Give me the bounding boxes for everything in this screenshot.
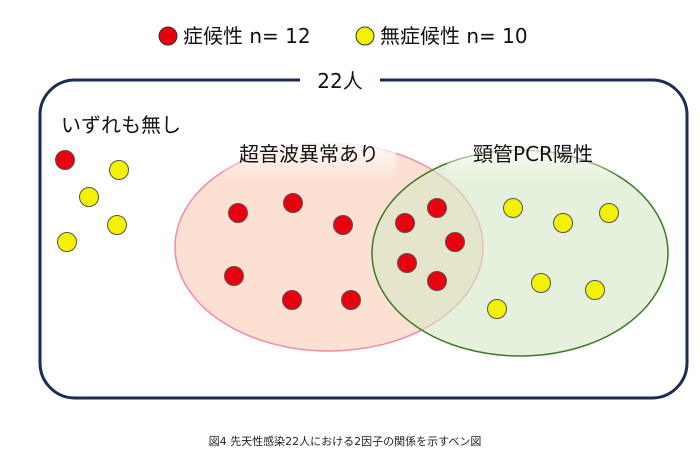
figure-caption: 図4 先天性感染22人における2因子の関係を示すベン図 <box>209 434 482 448</box>
legend-label-asymptomatic: 無症候性 n= 10 <box>380 24 528 48</box>
case-dot-asymptomatic <box>57 232 77 252</box>
cervical-pcr-positive-label: 頸管PCR陽性 <box>473 142 593 166</box>
outer-frame-label-backdrop <box>300 68 380 94</box>
case-dot-asymptomatic <box>487 299 507 319</box>
case-dot-asymptomatic <box>585 280 605 300</box>
case-dot-symptomatic <box>427 198 447 218</box>
case-dot-asymptomatic <box>107 215 127 235</box>
case-dot-symptomatic <box>341 290 361 310</box>
case-dot-asymptomatic <box>109 160 129 180</box>
legend-marker-asymptomatic <box>355 26 375 46</box>
case-dot-symptomatic <box>228 203 248 223</box>
case-dot-symptomatic <box>55 150 75 170</box>
case-dot-symptomatic <box>283 193 303 213</box>
outer-frame-label: 22人 <box>317 69 362 93</box>
legend: 症候性 n= 12 無症候性 n= 10 <box>158 24 528 48</box>
case-dot-symptomatic <box>427 271 447 291</box>
case-dot-asymptomatic <box>503 198 523 218</box>
legend-label-symptomatic: 症候性 n= 12 <box>183 24 311 48</box>
case-dot-symptomatic <box>395 213 415 233</box>
case-dot-symptomatic <box>224 266 244 286</box>
pcr-label-backdrop <box>447 138 619 180</box>
legend-marker-symptomatic <box>158 26 178 46</box>
case-dot-asymptomatic <box>531 273 551 293</box>
case-dot-asymptomatic <box>599 203 619 223</box>
case-dot-symptomatic <box>282 290 302 310</box>
case-dot-symptomatic <box>445 232 465 252</box>
case-dot-symptomatic <box>333 215 353 235</box>
neither-set-label: いずれも無し <box>61 113 181 137</box>
ultrasound-label-backdrop <box>223 138 396 180</box>
cervical-pcr-positive-set <box>371 149 669 357</box>
case-dot-asymptomatic <box>79 187 99 207</box>
case-dot-asymptomatic <box>553 213 573 233</box>
ultrasound-abnormal-label: 超音波異常あり <box>239 142 379 166</box>
case-dots <box>55 150 619 319</box>
case-dot-symptomatic <box>397 253 417 273</box>
